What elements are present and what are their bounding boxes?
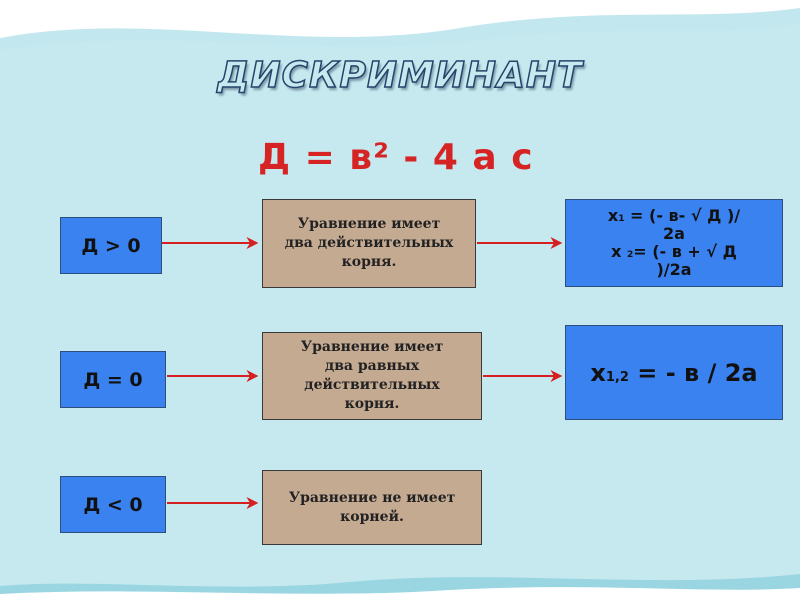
description-line: Уравнение не имеет <box>288 489 456 506</box>
description-line: Уравнение имеет <box>300 339 444 356</box>
title: ДИСКРИМИНАНТ <box>217 54 583 97</box>
roots-formula-box: х1 = (- в- √ Д )/ 2а х 2= (- в + √ Д )/2… <box>565 199 783 287</box>
description-line: действительных <box>304 377 440 393</box>
root2-line2: )/2а <box>656 259 692 279</box>
condition-zero-box: Д = 0 <box>60 351 166 408</box>
description-line: Уравнение имеет <box>297 216 441 233</box>
description-line: корней. <box>340 508 404 525</box>
description-positive-box: Уравнение имеет два действительных корня… <box>262 199 476 288</box>
condition-positive-box: Д > 0 <box>60 217 162 274</box>
description-line: корня. <box>341 253 397 270</box>
equal-root-formula: х1,2 = - в / 2а <box>590 358 758 387</box>
bottom-decoration <box>0 560 800 600</box>
description-line: корня. <box>344 395 400 412</box>
condition-negative-label: Д < 0 <box>83 493 143 516</box>
root1-line: х1 = (- в- √ Д )/ <box>607 206 741 226</box>
condition-positive-label: Д > 0 <box>81 234 141 257</box>
top-decoration <box>0 0 800 60</box>
description-negative-box: Уравнение не имеет корней. <box>262 470 482 545</box>
description-line: два действительных <box>284 235 454 252</box>
equal-root-box: х1,2 = - в / 2а <box>565 325 783 420</box>
discriminant-formula: Д = в² - 4 а с <box>258 137 534 178</box>
description-line: два равных <box>324 358 420 375</box>
condition-negative-box: Д < 0 <box>60 476 166 533</box>
description-zero-box: Уравнение имеет два равных действительны… <box>262 332 482 420</box>
root2-line: х 2= (- в + √ Д <box>611 242 737 261</box>
condition-zero-label: Д = 0 <box>83 368 143 391</box>
root1-line2: 2а <box>663 224 685 244</box>
